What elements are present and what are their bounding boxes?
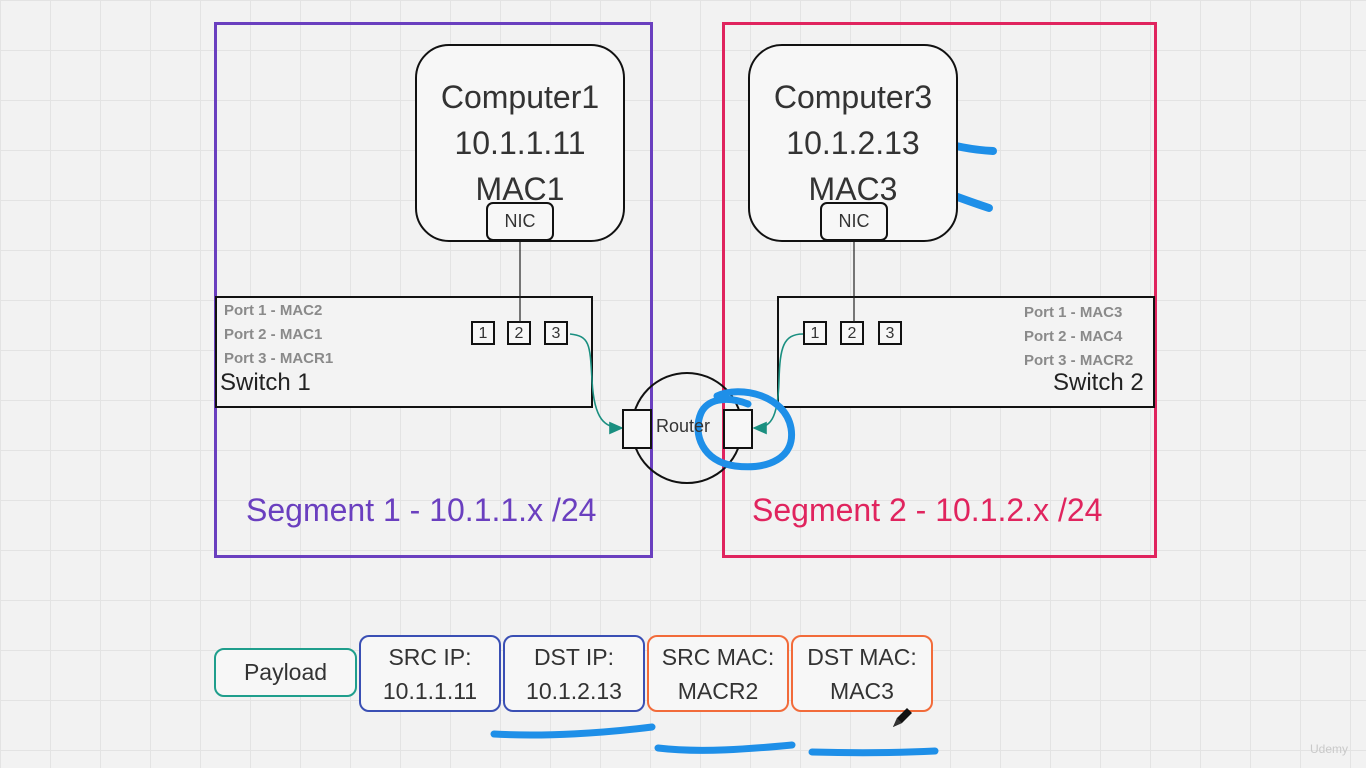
port-map-entry: Port 3 - MACR1: [224, 350, 334, 367]
dst-mac-value: MAC3: [830, 678, 894, 704]
port-map-entry: Port 3 - MACR2: [1024, 352, 1134, 369]
src-mac-value: MACR2: [677, 678, 759, 704]
port-map-entry: Port 1 - MAC3: [1024, 304, 1123, 321]
port-map-entry: Port 2 - MAC1: [224, 326, 323, 343]
port-map-entry: Port 2 - MAC4: [1024, 328, 1123, 345]
annotation-dst-ip-underline: [490, 723, 656, 739]
packet-src-mac: SRC MAC: MACR2: [647, 635, 789, 712]
switch-1-port-2: 2: [507, 321, 531, 345]
computer-3-ip: 10.1.2.13: [786, 125, 920, 161]
switch-1-router-link: [569, 333, 624, 435]
segment-2-title: Segment 2 - 10.1.2.x /24: [752, 492, 1103, 528]
computer-1-nic: NIC: [486, 202, 554, 241]
port-map-entry: Port 1 - MAC2: [224, 302, 323, 319]
computer-3-name: Computer3: [773, 79, 933, 115]
packet-src-ip: SRC IP: 10.1.1.11: [359, 635, 501, 712]
router-port-right: [723, 409, 753, 449]
switch-2: [777, 296, 1155, 408]
payload-label: Payload: [243, 659, 328, 685]
switch-1-port-3: 3: [544, 321, 568, 345]
switch-1-label: Switch 1: [220, 369, 311, 396]
dst-ip-value: 10.1.2.13: [526, 678, 622, 704]
segment-1-box: [214, 22, 653, 558]
switch-2-port-map: Port 1 - MAC3 Port 2 - MAC4 Port 3 - MAC…: [1024, 301, 1133, 373]
dst-mac-label: DST MAC:: [807, 644, 917, 670]
computer-1-mac: MAC1: [475, 171, 565, 207]
src-ip-value: 10.1.1.11: [382, 678, 478, 704]
packet-dst-ip: DST IP: 10.1.2.13: [503, 635, 645, 712]
annotation-dst-mac-underline: [808, 747, 939, 757]
switch-2-port-2: 2: [840, 321, 864, 345]
packet-dst-mac: DST MAC: MAC3: [791, 635, 933, 712]
router-port-left: [622, 409, 652, 449]
packet-payload: Payload: [214, 648, 357, 697]
pen-cursor-icon: [893, 708, 912, 727]
computer-1-ip: 10.1.1.11: [454, 125, 586, 161]
src-ip-label: SRC IP:: [388, 644, 472, 670]
switch-1-port-map: Port 1 - MAC2 Port 2 - MAC1 Port 3 - MAC…: [224, 299, 333, 371]
src-mac-label: SRC MAC:: [661, 644, 775, 670]
computer-3-mac: MAC3: [808, 171, 898, 207]
switch-1: [215, 296, 593, 408]
switch-2-port-3: 3: [878, 321, 902, 345]
switch-1-port-1: 1: [471, 321, 495, 345]
computer-1-name: Computer1: [440, 79, 600, 115]
computer-3-nic: NIC: [820, 202, 888, 241]
switch-2-label: Switch 2: [1053, 369, 1144, 396]
segment-1-title: Segment 1 - 10.1.1.x /24: [246, 492, 597, 528]
switch-2-port-1: 1: [803, 321, 827, 345]
annotation-router-circle: [694, 388, 796, 471]
segment-2-box: [722, 22, 1157, 558]
switch-2-router-link: [752, 333, 804, 435]
annotation-src-mac-underline: [654, 741, 796, 754]
router-label: Router: [656, 416, 711, 436]
watermark-logo: Udemy: [1310, 742, 1349, 756]
dst-ip-label: DST IP:: [533, 644, 615, 670]
